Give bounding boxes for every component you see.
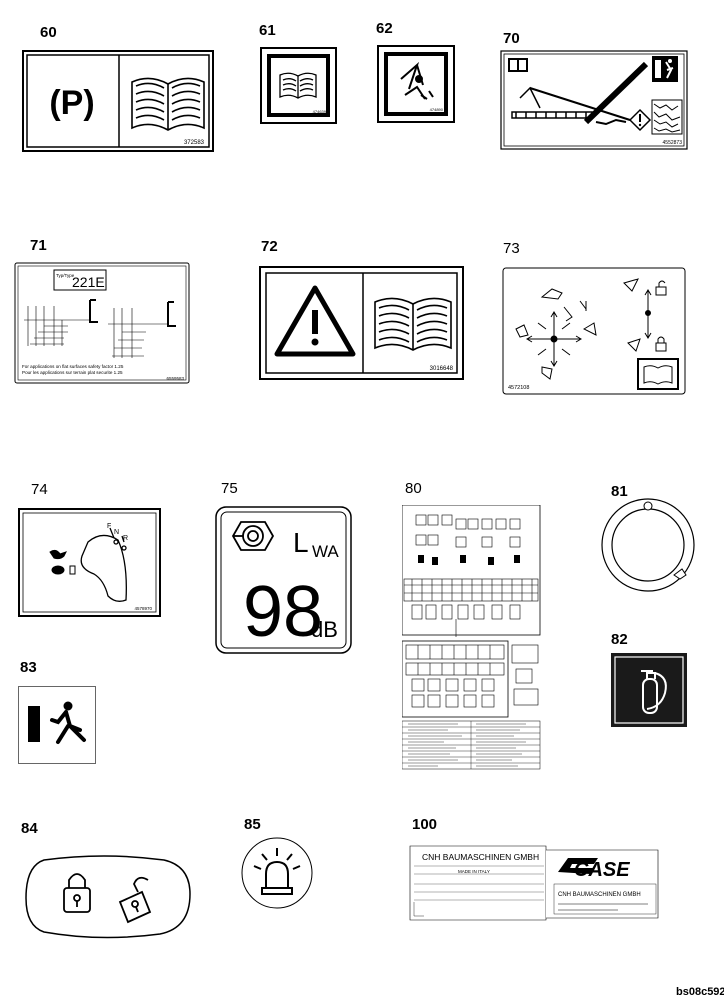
decal-71: Typ/Type 221E For applications on flat s… — [14, 262, 190, 384]
parking-brake-symbol: (P) — [49, 84, 94, 122]
warning-triangle-icon — [274, 285, 356, 357]
decal-62: 474890 — [377, 45, 455, 123]
fuse-box-bottom — [405, 644, 505, 708]
lock-open-icon — [118, 876, 152, 924]
decal-70-code: 4552873 — [663, 140, 683, 146]
decal-74-code: 4578970 — [134, 606, 152, 611]
lock-open-icon — [655, 280, 667, 296]
item-number-80: 80 — [405, 480, 422, 497]
decal-62-code: 474890 — [430, 107, 444, 112]
parking-brake-icon: (P) — [49, 84, 94, 122]
figure-code: bs08c592 — [676, 986, 724, 998]
case-logo: CASE — [558, 858, 630, 881]
relay-blocks — [511, 644, 539, 706]
debris-hazard-icon — [651, 99, 683, 135]
decal-61-code: 474639 — [313, 109, 327, 114]
decal-72-code: 3016648 — [430, 366, 454, 372]
emergency-exit-icon — [652, 56, 678, 82]
joystick-outline-icon — [80, 527, 127, 602]
decal-75: L WA 98 dB — [215, 506, 352, 654]
decal-72: 3016648 — [259, 266, 464, 380]
lwa-l: L — [293, 527, 309, 558]
item-number-61: 61 — [259, 22, 276, 39]
sound-level-unit: dB — [311, 617, 338, 642]
manual-book-icon — [637, 358, 679, 390]
load-diagram-left — [24, 299, 98, 346]
manual-book-icon — [508, 58, 528, 72]
item-number-70: 70 — [503, 30, 520, 47]
item-number-71: 71 — [30, 237, 47, 254]
item-number-62: 62 — [376, 20, 393, 37]
manual-book-icon — [131, 77, 205, 131]
item-number-84: 84 — [21, 820, 38, 837]
label-f: F — [107, 523, 111, 530]
warning-diamond-icon — [628, 108, 652, 132]
rotating-beacon-icon — [253, 848, 301, 895]
item-number-83: 83 — [20, 659, 37, 676]
decal-100: CNH BAUMASCHINEN GMBH MADE IN ITALY CASE… — [408, 842, 662, 924]
decal-80 — [402, 505, 542, 771]
item-number-72: 72 — [261, 238, 278, 255]
decal-74: F N R 4578970 — [18, 508, 161, 617]
decal-73-code: 4572108 — [508, 385, 529, 391]
fuse-grid-top-fill — [418, 555, 520, 565]
fuse-grid-top — [403, 514, 539, 637]
label-n: N — [114, 529, 119, 536]
boom-hazard-icon — [511, 61, 649, 126]
brand-name: CASE — [574, 859, 630, 881]
fire-extinguisher-icon — [641, 670, 667, 714]
control-pattern-left — [515, 288, 597, 380]
item-number-82: 82 — [611, 631, 628, 648]
item-number-74: 74 — [31, 481, 48, 498]
item-number-100: 100 — [412, 816, 438, 833]
lock-closed-icon — [63, 873, 91, 913]
manual-book-icon — [279, 72, 317, 99]
decal-71-code: 6559583 — [166, 376, 184, 381]
decal-85 — [240, 836, 314, 910]
item-number-81: 81 — [611, 483, 628, 500]
lwa-subscript: WA — [312, 542, 339, 561]
model-number: 221E — [72, 274, 105, 290]
decal-81 — [600, 497, 696, 593]
item-number-85: 85 — [244, 816, 261, 833]
rabbit-icon — [49, 549, 67, 560]
decal-82 — [611, 653, 687, 727]
warning-pictogram-icon — [400, 61, 434, 100]
legend-table — [402, 721, 540, 769]
decal-60: (P) 372583 — [22, 50, 214, 152]
company-name-secondary: CNH BAUMASCHINEN GMBH — [558, 892, 641, 898]
decal-73: 4572108 — [502, 267, 686, 395]
company-name: CNH BAUMASCHINEN GMBH — [422, 852, 539, 862]
label-r: R — [123, 535, 128, 542]
load-diagram-right — [108, 301, 176, 358]
item-number-73: 73 — [503, 240, 520, 257]
decal-84 — [24, 848, 194, 942]
decal-61: 474639 — [260, 47, 337, 124]
decal-70: 4552873 — [500, 50, 688, 150]
sound-level-value: 98 — [243, 572, 323, 652]
decal-83 — [18, 686, 96, 764]
safety-note-fr: Pour les applications sur terrain plat s… — [22, 370, 123, 375]
safety-note-en: For applications on flat surfaces safety… — [22, 364, 124, 369]
item-number-60: 60 — [40, 24, 57, 41]
made-in-label: MADE IN ITALY — [458, 869, 490, 874]
emergency-exit-icon — [28, 701, 86, 744]
decal-60-code: 372583 — [184, 140, 205, 146]
lock-closed-icon — [655, 336, 667, 352]
turtle-icon — [51, 565, 65, 575]
manual-book-icon — [374, 297, 452, 351]
control-pattern-right — [623, 278, 652, 352]
type-label: Typ/Type — [56, 273, 75, 278]
sound-emitter-icon — [231, 521, 275, 551]
item-number-75: 75 — [221, 480, 238, 497]
